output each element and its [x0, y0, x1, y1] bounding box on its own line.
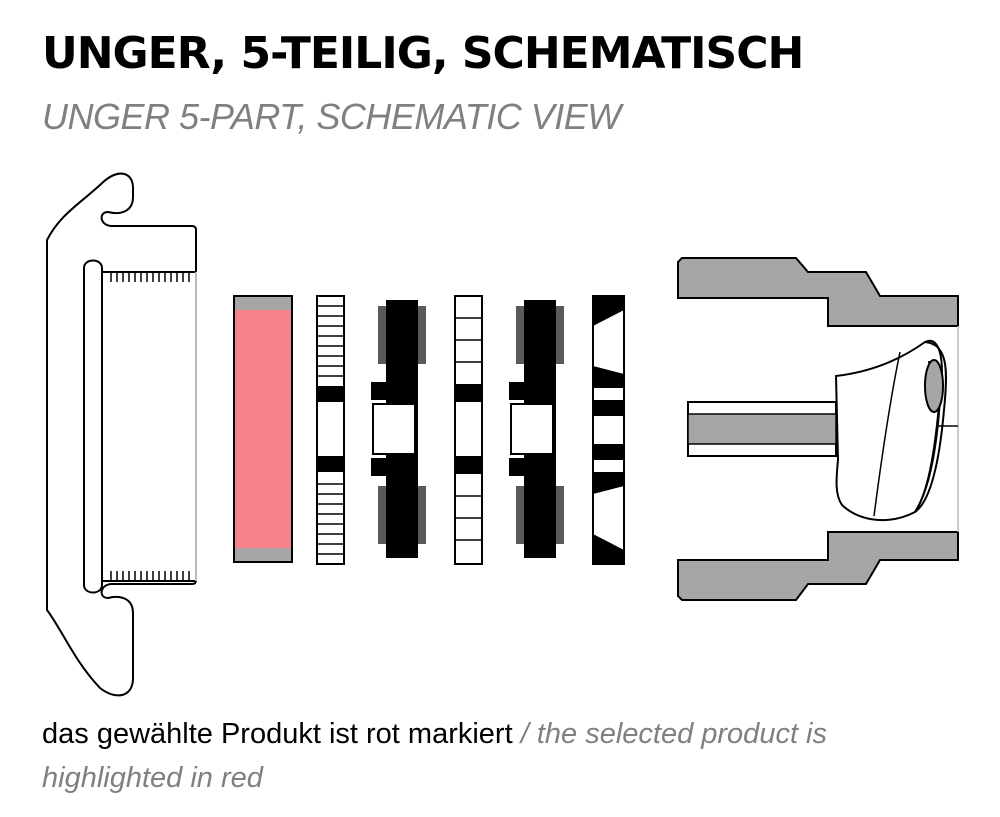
caption-english: the selected product is highlighted in r…	[42, 718, 827, 794]
page-title: UNGER, 5-TEILIG, SCHEMATISCH	[42, 28, 804, 79]
part-selected-insert	[233, 295, 293, 563]
caption-separator: /	[512, 718, 537, 750]
caption: das gewählte Produkt ist rot markiert / …	[42, 712, 942, 800]
page-subtitle: UNGER 5-PART, SCHEMATIC VIEW	[42, 96, 621, 137]
part-slotted-ring-1	[316, 295, 345, 565]
housing-teeth-top	[110, 272, 190, 282]
part-profile-gasket-1	[371, 300, 426, 558]
part-profile-gasket-2	[509, 300, 564, 558]
part-horn-outer-body	[677, 257, 959, 601]
caption-german: das gewählte Produkt ist rot markiert	[42, 718, 513, 750]
schematic-diagram	[46, 172, 959, 697]
part-slotted-ring-2	[454, 295, 483, 565]
housing-teeth-bottom	[110, 571, 190, 581]
part-mouthpiece-housing	[46, 172, 197, 697]
part-wedge-ring	[592, 295, 625, 565]
